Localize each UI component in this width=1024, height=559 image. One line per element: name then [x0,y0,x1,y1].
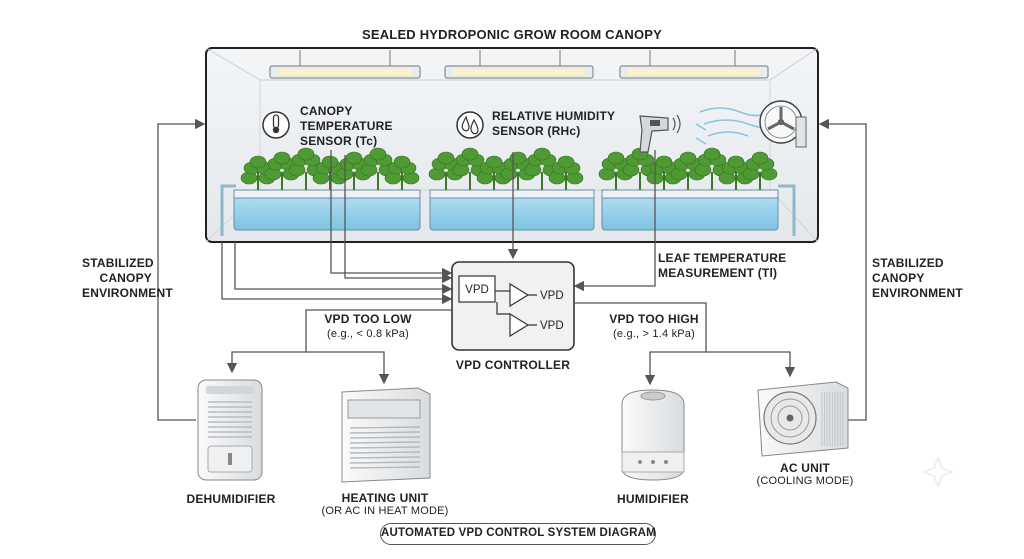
heating-unit-label: HEATING UNIT (OR AC IN HEAT MODE) [321,491,449,518]
grow-light-left [269,50,421,79]
leaf-temp-label: LEAF TEMPERATURE MEASUREMENT (Tl) [658,251,787,280]
infrared-thermometer-icon [639,114,681,153]
humidifier-label: HUMIDIFIER [617,492,689,506]
canopy-temp-sensor-label: CANOPY TEMPERATURE SENSOR (Tc) [300,104,393,148]
controller-output-top-label: VPD [540,290,564,302]
plant [452,147,488,190]
plant [264,151,300,190]
plant [428,151,464,190]
dehumidifier-label: DEHUMIDIFIER [186,492,276,506]
irrigation-pipe [220,184,796,236]
humidity-drop-icon [456,111,484,139]
controller-input-label: VPD [465,284,489,296]
hydroponic-tray-center [429,189,595,231]
thermometer-icon [262,111,290,139]
plant-canopy [240,147,778,190]
dehumidifier-device [197,379,263,481]
heating-unit-device [341,387,431,483]
plant [384,155,420,190]
controller-output-lines [226,302,796,386]
sparkle-icon [922,456,954,488]
humidity-sensor-label: RELATIVE HUMIDITY SENSOR (RHc) [492,109,616,138]
grow-light-center [444,50,594,79]
hydroponic-tray-left [233,189,421,231]
humidifier-device [621,389,685,481]
grow-light-right [619,50,769,79]
feedback-loop-lines [157,118,867,421]
feedback-label-left: STABILIZED CANOPY ENVIRONMENT [82,256,173,300]
sensor-signal-lines [221,150,656,305]
plant [622,147,658,190]
plant [742,151,778,190]
controller-output-bottom-label: VPD [540,320,564,332]
diagram-title: SEALED HYDROPONIC GROW ROOM CANOPY [361,27,663,42]
ac-unit-device [757,381,849,457]
plant [548,155,584,190]
controller-name: VPD CONTROLLER [455,358,571,372]
plant [288,147,324,190]
vpd-controller [451,261,575,351]
hydroponic-tray-right [601,189,779,231]
ac-unit-label: AC UNIT (COOLING MODE) [756,461,854,488]
vpd-too-high-label: VPD TOO HIGH (e.g., > 1.4 kPa) [609,312,699,340]
wall-fan-icon [759,100,807,148]
vpd-too-low-label: VPD TOO LOW (e.g., < 0.8 kPa) [324,312,412,340]
feedback-label-right: STABILIZED CANOPY ENVIRONMENT [872,256,963,300]
diagram-footer: AUTOMATED VPD CONTROL SYSTEM DIAGRAM [380,523,656,545]
